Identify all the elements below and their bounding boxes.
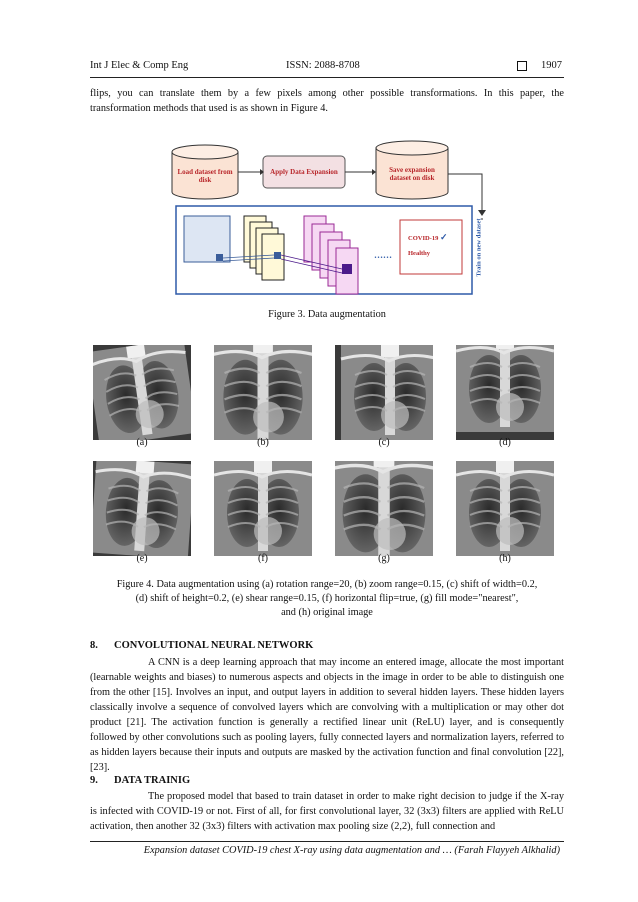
- figure4-caption: Figure 4. Data augmentation using (a) ro…: [60, 578, 594, 620]
- section8-body: A CNN is a deep learning approach that m…: [90, 657, 564, 773]
- header-rule: [90, 77, 564, 78]
- journal-name: Int J Elec & Comp Eng: [90, 60, 189, 71]
- section9-title: DATA TRAINIG: [114, 775, 191, 786]
- xray-image: [456, 345, 554, 440]
- xray-image: [93, 461, 191, 556]
- figure4-caption-line2: (d) shift of height=0.2, (e) shear range…: [135, 593, 519, 604]
- covid-class-label: COVID-19: [408, 235, 439, 242]
- section9-heading: 9. DATA TRAINIG: [90, 775, 190, 786]
- checkbox-icon: [517, 61, 527, 71]
- figure4-caption-line3: and (h) original image: [281, 607, 373, 618]
- xray-image: [93, 345, 191, 440]
- apply-expansion-label: Apply Data Expansion: [270, 168, 338, 176]
- running-footer: Expansion dataset COVID-19 chest X-ray u…: [143, 845, 560, 856]
- xray-image: [335, 461, 433, 556]
- subfigure-label: (e): [136, 553, 148, 564]
- subfigure-label: (f): [258, 553, 268, 564]
- save-expansion-label: Save expansion dataset on disk: [389, 166, 435, 182]
- network-frame: [175, 205, 473, 295]
- subfigure-label: (d): [499, 437, 511, 448]
- section8-heading: 8. CONVOLUTIONAL NEURAL NETWORK: [90, 640, 313, 651]
- figure4-grid: (a) (b) (c) (d) (e) (f) (g) (h): [93, 345, 554, 564]
- diagram-shapes: [171, 140, 486, 295]
- save-expansion-cylinder: [375, 140, 449, 200]
- section8-number: 8.: [90, 640, 98, 651]
- subfigure-label: (h): [499, 553, 511, 564]
- subfigure-label: (a): [136, 437, 148, 448]
- healthy-class-label: Healthy: [408, 250, 431, 257]
- section8-title: CONVOLUTIONAL NEURAL NETWORK: [114, 640, 314, 651]
- subfigure-label: (b): [257, 437, 269, 448]
- page-number: 1907: [541, 60, 562, 71]
- ellipsis: ……: [374, 250, 392, 260]
- subfigure-label: (g): [378, 553, 390, 564]
- xray-image: [335, 345, 433, 440]
- arrow-save-down: [448, 173, 483, 214]
- issn: ISSN: 2088-8708: [286, 60, 360, 71]
- section9-number: 9.: [90, 775, 98, 786]
- output-box: [399, 219, 463, 275]
- xray-image: [214, 461, 312, 556]
- subfigure-label: (c): [378, 437, 390, 448]
- figure4-caption-line1: Figure 4. Data augmentation using (a) ro…: [116, 579, 538, 590]
- figure3-diagram: Load dataset from disk Apply Data Expans…: [160, 140, 490, 300]
- load-dataset-label: Load dataset from disk: [177, 168, 233, 184]
- xray-image: [214, 345, 312, 440]
- check-icon: ✓: [439, 232, 448, 242]
- figure3-caption: Figure 3. Data augmentation: [268, 309, 386, 320]
- footer-rule: [90, 841, 564, 842]
- section9-body: The proposed model that based to train d…: [90, 791, 564, 832]
- load-dataset-cylinder: [171, 144, 239, 200]
- xray-image: [456, 461, 554, 556]
- intro-paragraph: flips, you can translate them by a few p…: [90, 88, 564, 114]
